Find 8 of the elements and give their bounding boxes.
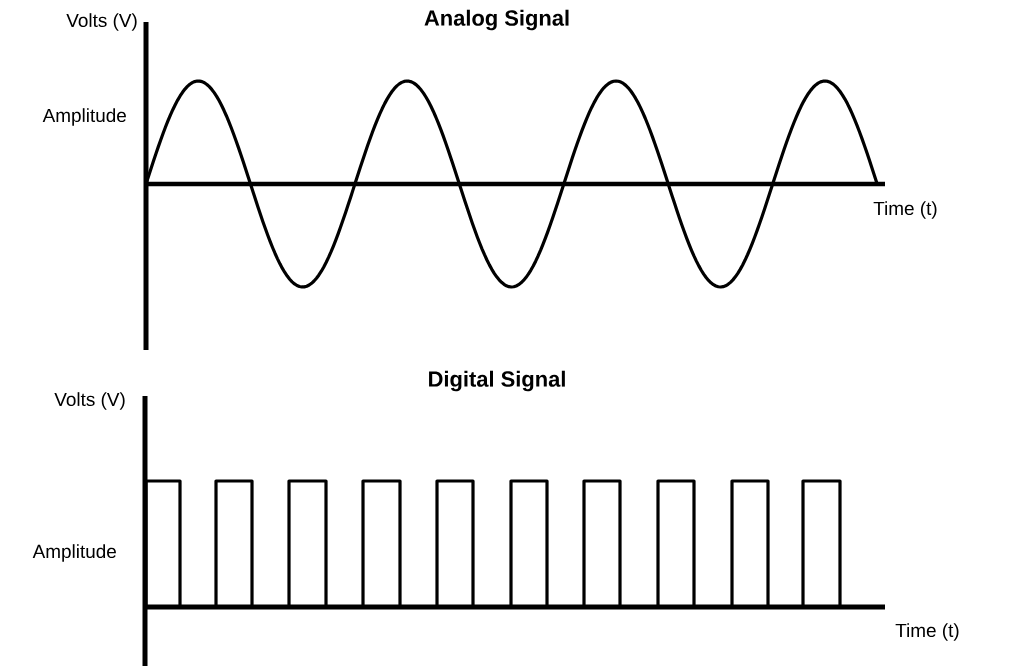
axis-label: Amplitude [42, 108, 126, 126]
panel-title: Analog Signal [424, 9, 569, 31]
axis-label: Volts (V) [66, 13, 137, 31]
axis-label: Amplitude [32, 544, 116, 562]
axis-label: Time (t) [873, 201, 937, 219]
axis-label: Volts (V) [54, 392, 125, 410]
axis-label: Time (t) [895, 623, 959, 641]
panel-title: Digital Signal [429, 370, 565, 392]
